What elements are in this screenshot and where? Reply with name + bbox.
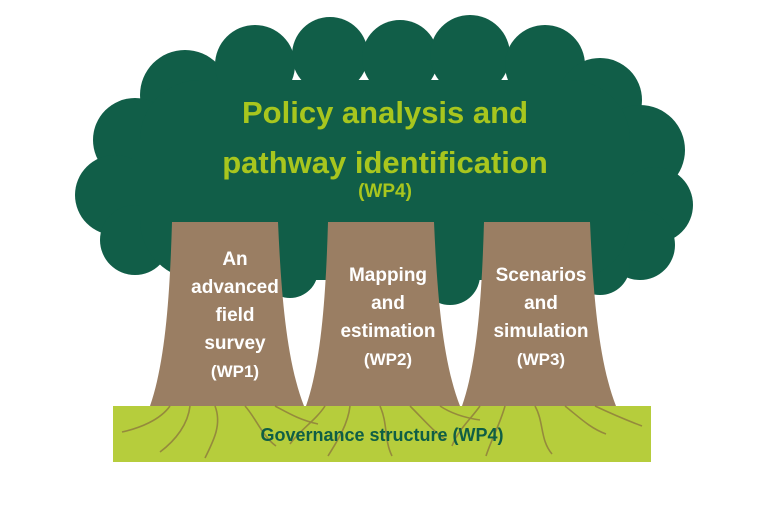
trunk-wp3-line: and [524,293,558,314]
trunk-wp3-line: Scenarios [495,265,587,286]
trunk-wp2 [306,222,460,406]
trunk-label-wp3: Scenarios and simulation (WP3) [471,262,611,374]
trunk-label-wp1: An advanced field survey (WP1) [165,246,305,386]
trunk-wp1-line: field [215,305,255,326]
trunk-wp1 [150,222,304,406]
tree-trunks [150,222,616,406]
trunk-wp2-code: (WP2) [363,350,413,369]
trunk-label-wp2: Mapping and estimation (WP2) [318,262,458,374]
canopy-title: Policy analysis and pathway identificati… [150,88,620,188]
ground-band [113,406,651,462]
trunk-wp1-line: survey [204,333,266,354]
trunk-wp1-line: advanced [191,277,279,298]
trunk-wp3-code: (WP3) [516,350,566,369]
canopy-title-line-1: Policy analysis and [241,95,529,130]
trunk-wp2-line: Mapping [348,265,428,286]
trunk-wp1-code: (WP1) [210,362,260,381]
ground-label: Governance structure (WP4) [260,425,504,445]
trunk-wp3 [462,222,616,406]
canopy-code: (WP4) [358,181,412,202]
trunk-wp3-line: simulation [493,321,589,342]
trunk-wp2-line: estimation [340,321,436,342]
roots [121,405,643,459]
trunk-wp1-line: An [222,249,248,270]
canopy-title-line-2: pathway identification [222,145,548,180]
trunk-wp2-line: and [371,293,405,314]
